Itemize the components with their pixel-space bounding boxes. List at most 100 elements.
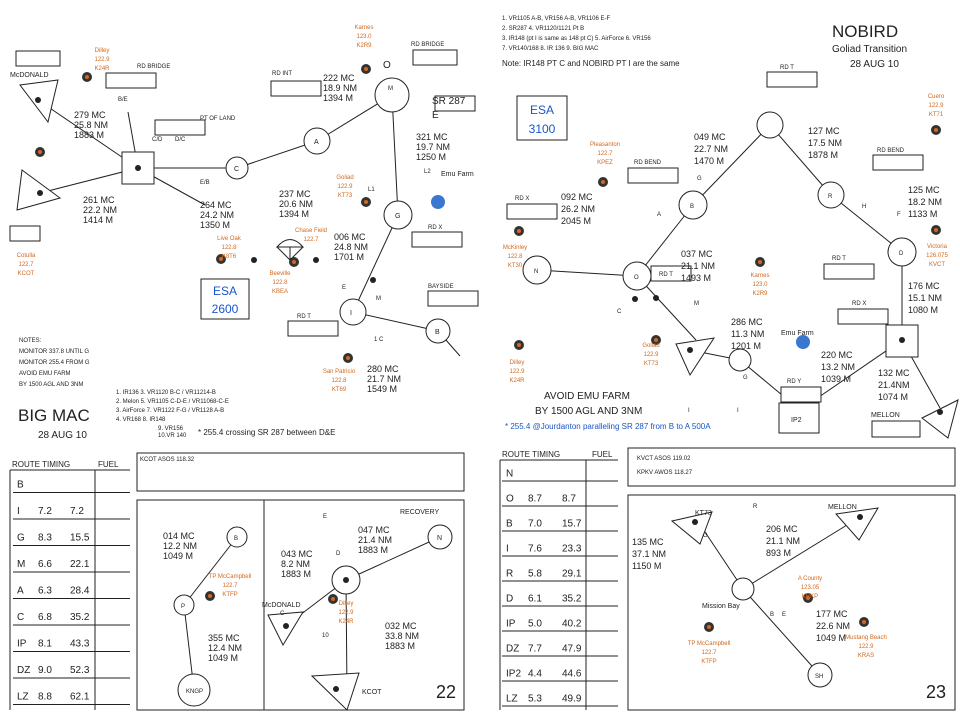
timing-minutes: 5.0	[528, 619, 542, 630]
waypoint-b	[678, 190, 708, 220]
label-rd-t: RD T	[780, 65, 794, 71]
timing-fuel: 29.1	[562, 569, 582, 580]
label-kngp: KNGP	[186, 689, 203, 695]
timing-minutes: 4.4	[528, 669, 542, 680]
mark-m: M	[376, 296, 381, 302]
timing-point: IP	[17, 638, 27, 649]
timing-point: DZ	[17, 665, 30, 676]
airport-icon	[82, 72, 92, 82]
asos-text: KCOT ASOS 118.32	[140, 457, 195, 463]
mark-b: B	[770, 612, 774, 618]
timing-fuel: 44.6	[562, 669, 582, 680]
timing-fuel: 40.2	[562, 619, 582, 630]
timing-minutes: 8.7	[528, 494, 542, 505]
airport-icon	[859, 617, 869, 627]
mark-d-c: D/C	[175, 137, 186, 143]
left-waypoints	[16, 77, 451, 344]
mark-a: A	[314, 139, 319, 146]
right-waypoints	[522, 111, 959, 439]
mark-d: D	[336, 551, 341, 557]
timing-point: M	[17, 559, 25, 570]
timing-minutes: 6.3	[38, 585, 52, 596]
timing-point: G	[17, 532, 25, 543]
mark-e: E	[323, 514, 327, 520]
mission-bay-circle	[731, 577, 755, 601]
mark-i: I	[350, 310, 352, 317]
recovery-n	[427, 524, 453, 550]
mark-m: M	[388, 86, 393, 92]
airport-icon	[205, 591, 215, 601]
mark-b: B	[435, 329, 440, 336]
recovery-panel	[627, 494, 956, 711]
timing-minutes: 6.8	[38, 612, 52, 623]
left-boxes	[9, 49, 479, 337]
right-boxes	[506, 71, 924, 438]
waypoint-c	[225, 156, 249, 180]
kt73-triangle	[670, 511, 713, 545]
airport-icon	[704, 622, 714, 632]
mark-p: P	[181, 604, 185, 610]
label-rd-x: RD X	[428, 225, 442, 231]
airport-icon	[931, 225, 941, 235]
right-fixed-labels: RD T RD BEND RD BEND RD X RD X RD T RD T…	[515, 65, 905, 424]
timing-fuel: 49.9	[562, 694, 582, 705]
timing-point: C	[17, 612, 24, 623]
label-rd-t: RD T	[659, 272, 673, 278]
emu-farm-dot	[431, 195, 445, 209]
label-rd-x: RD X	[852, 301, 866, 307]
footnote: * 255.4 @Jourdanton paralleling SR 287 f…	[505, 422, 711, 431]
recovery-fixed-labels: McDONALD KCOT KNGP N B P C E D 10	[181, 514, 442, 696]
asos-box	[136, 452, 465, 492]
timing-point: DZ	[506, 644, 519, 655]
label-mcdonald: McDONALD	[10, 72, 49, 79]
mark-l2: L2	[424, 169, 431, 175]
label-pt-of-land: PT OF LAND	[200, 116, 236, 122]
waypoint-a	[303, 127, 331, 155]
airport-icon	[35, 147, 45, 157]
timing-header: ROUTE TIMING	[502, 450, 560, 459]
mark-l1: L1	[368, 187, 375, 193]
timing-point: IP2	[506, 669, 521, 680]
mark-d: D	[899, 251, 904, 257]
mark-n: N	[534, 269, 538, 275]
esa-label: ESA	[530, 103, 554, 117]
airport-icon	[343, 353, 353, 363]
timing-minutes: 7.2	[38, 506, 52, 517]
waypoint-r	[817, 181, 845, 209]
mark-i: I	[688, 408, 690, 414]
label-rd-bridge: RD BRIDGE	[137, 64, 170, 70]
mark-c: C	[234, 166, 239, 173]
mark-g: G	[743, 375, 748, 381]
mark-lc: 1 C	[374, 337, 384, 343]
recovery-kngp	[177, 673, 211, 707]
timing-fuel: 15.7	[562, 519, 582, 530]
page-subtitle: Goliad Transition	[832, 44, 907, 55]
label-sr287-e: E	[432, 110, 439, 121]
timing-fuel: 47.9	[562, 644, 582, 655]
waypoint-i	[339, 298, 367, 326]
recovery-title: RECOVERY	[400, 509, 439, 516]
timing-point: LZ	[17, 691, 29, 702]
timing-point: D	[506, 594, 513, 605]
page-date: 28 AUG 10	[850, 59, 899, 70]
page-number: 22	[436, 682, 456, 702]
timing-fuel: 43.3	[70, 638, 90, 649]
right-route-lines	[536, 124, 941, 411]
